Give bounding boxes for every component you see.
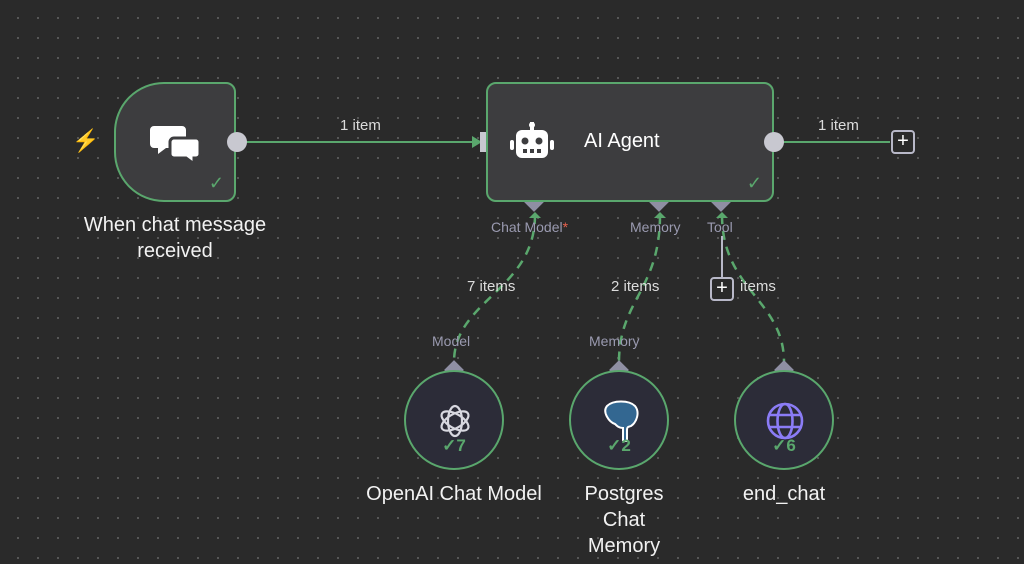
edge-label: 7 items — [467, 278, 516, 295]
add-tool-button[interactable]: + — [710, 277, 734, 301]
chat-bubbles-icon — [150, 126, 202, 166]
port-label-model: Model — [432, 333, 471, 349]
count: 6 — [786, 436, 796, 455]
port-label-memory-sub: Memory — [589, 333, 640, 349]
count: 2 — [621, 436, 631, 455]
robot-icon — [510, 122, 554, 158]
port-label-memory: Memory — [630, 219, 681, 235]
port-label-tool: Tool — [707, 219, 733, 235]
edge-label: items — [740, 278, 776, 295]
edge-memory — [617, 214, 662, 363]
trigger-bolt-icon: ⚡ — [72, 128, 100, 153]
edge-label: 2 items — [611, 278, 660, 295]
ai-agent-node[interactable]: AI Agent ✓ — [486, 82, 774, 202]
edge-label: 1 item — [818, 117, 859, 134]
trigger-output-handle[interactable] — [227, 132, 247, 152]
agent-title: AI Agent — [584, 130, 660, 152]
postgres-chat-memory-node[interactable]: ✓2 — [569, 370, 669, 470]
port-label-text: Chat Model — [491, 219, 563, 235]
port-label-chat-model: Chat Model* — [491, 219, 568, 235]
trigger-label: When chat message received — [83, 214, 267, 262]
trigger-node[interactable]: ✓ — [114, 82, 236, 202]
end-chat-node[interactable]: ✓6 — [734, 370, 834, 470]
run-count: ✓7 — [442, 436, 466, 455]
agent-input-handle[interactable] — [480, 132, 489, 152]
add-node-button[interactable]: + — [891, 130, 915, 154]
run-count: ✓2 — [607, 436, 631, 455]
openai-node-label: OpenAI Chat Model — [366, 483, 542, 505]
agent-output-handle[interactable] — [764, 132, 784, 152]
required-marker: * — [562, 219, 569, 235]
edge-label: 1 item — [340, 117, 381, 134]
success-check-icon: ✓ — [208, 173, 224, 193]
postgres-node-label: Postgres Chat Memory — [584, 483, 664, 557]
openai-chat-model-node[interactable]: ✓7 — [404, 370, 504, 470]
edge-chat-model — [452, 214, 537, 363]
edge-tool — [720, 214, 786, 363]
run-count: ✓6 — [772, 436, 796, 455]
success-check-icon: ✓ — [746, 173, 762, 193]
openai-icon — [440, 404, 470, 438]
postgres-elephant-icon — [604, 400, 639, 442]
end-chat-node-label: end_chat — [742, 483, 826, 505]
globe-icon — [766, 402, 804, 440]
arrow-icon — [472, 136, 482, 148]
count: 7 — [456, 436, 466, 455]
